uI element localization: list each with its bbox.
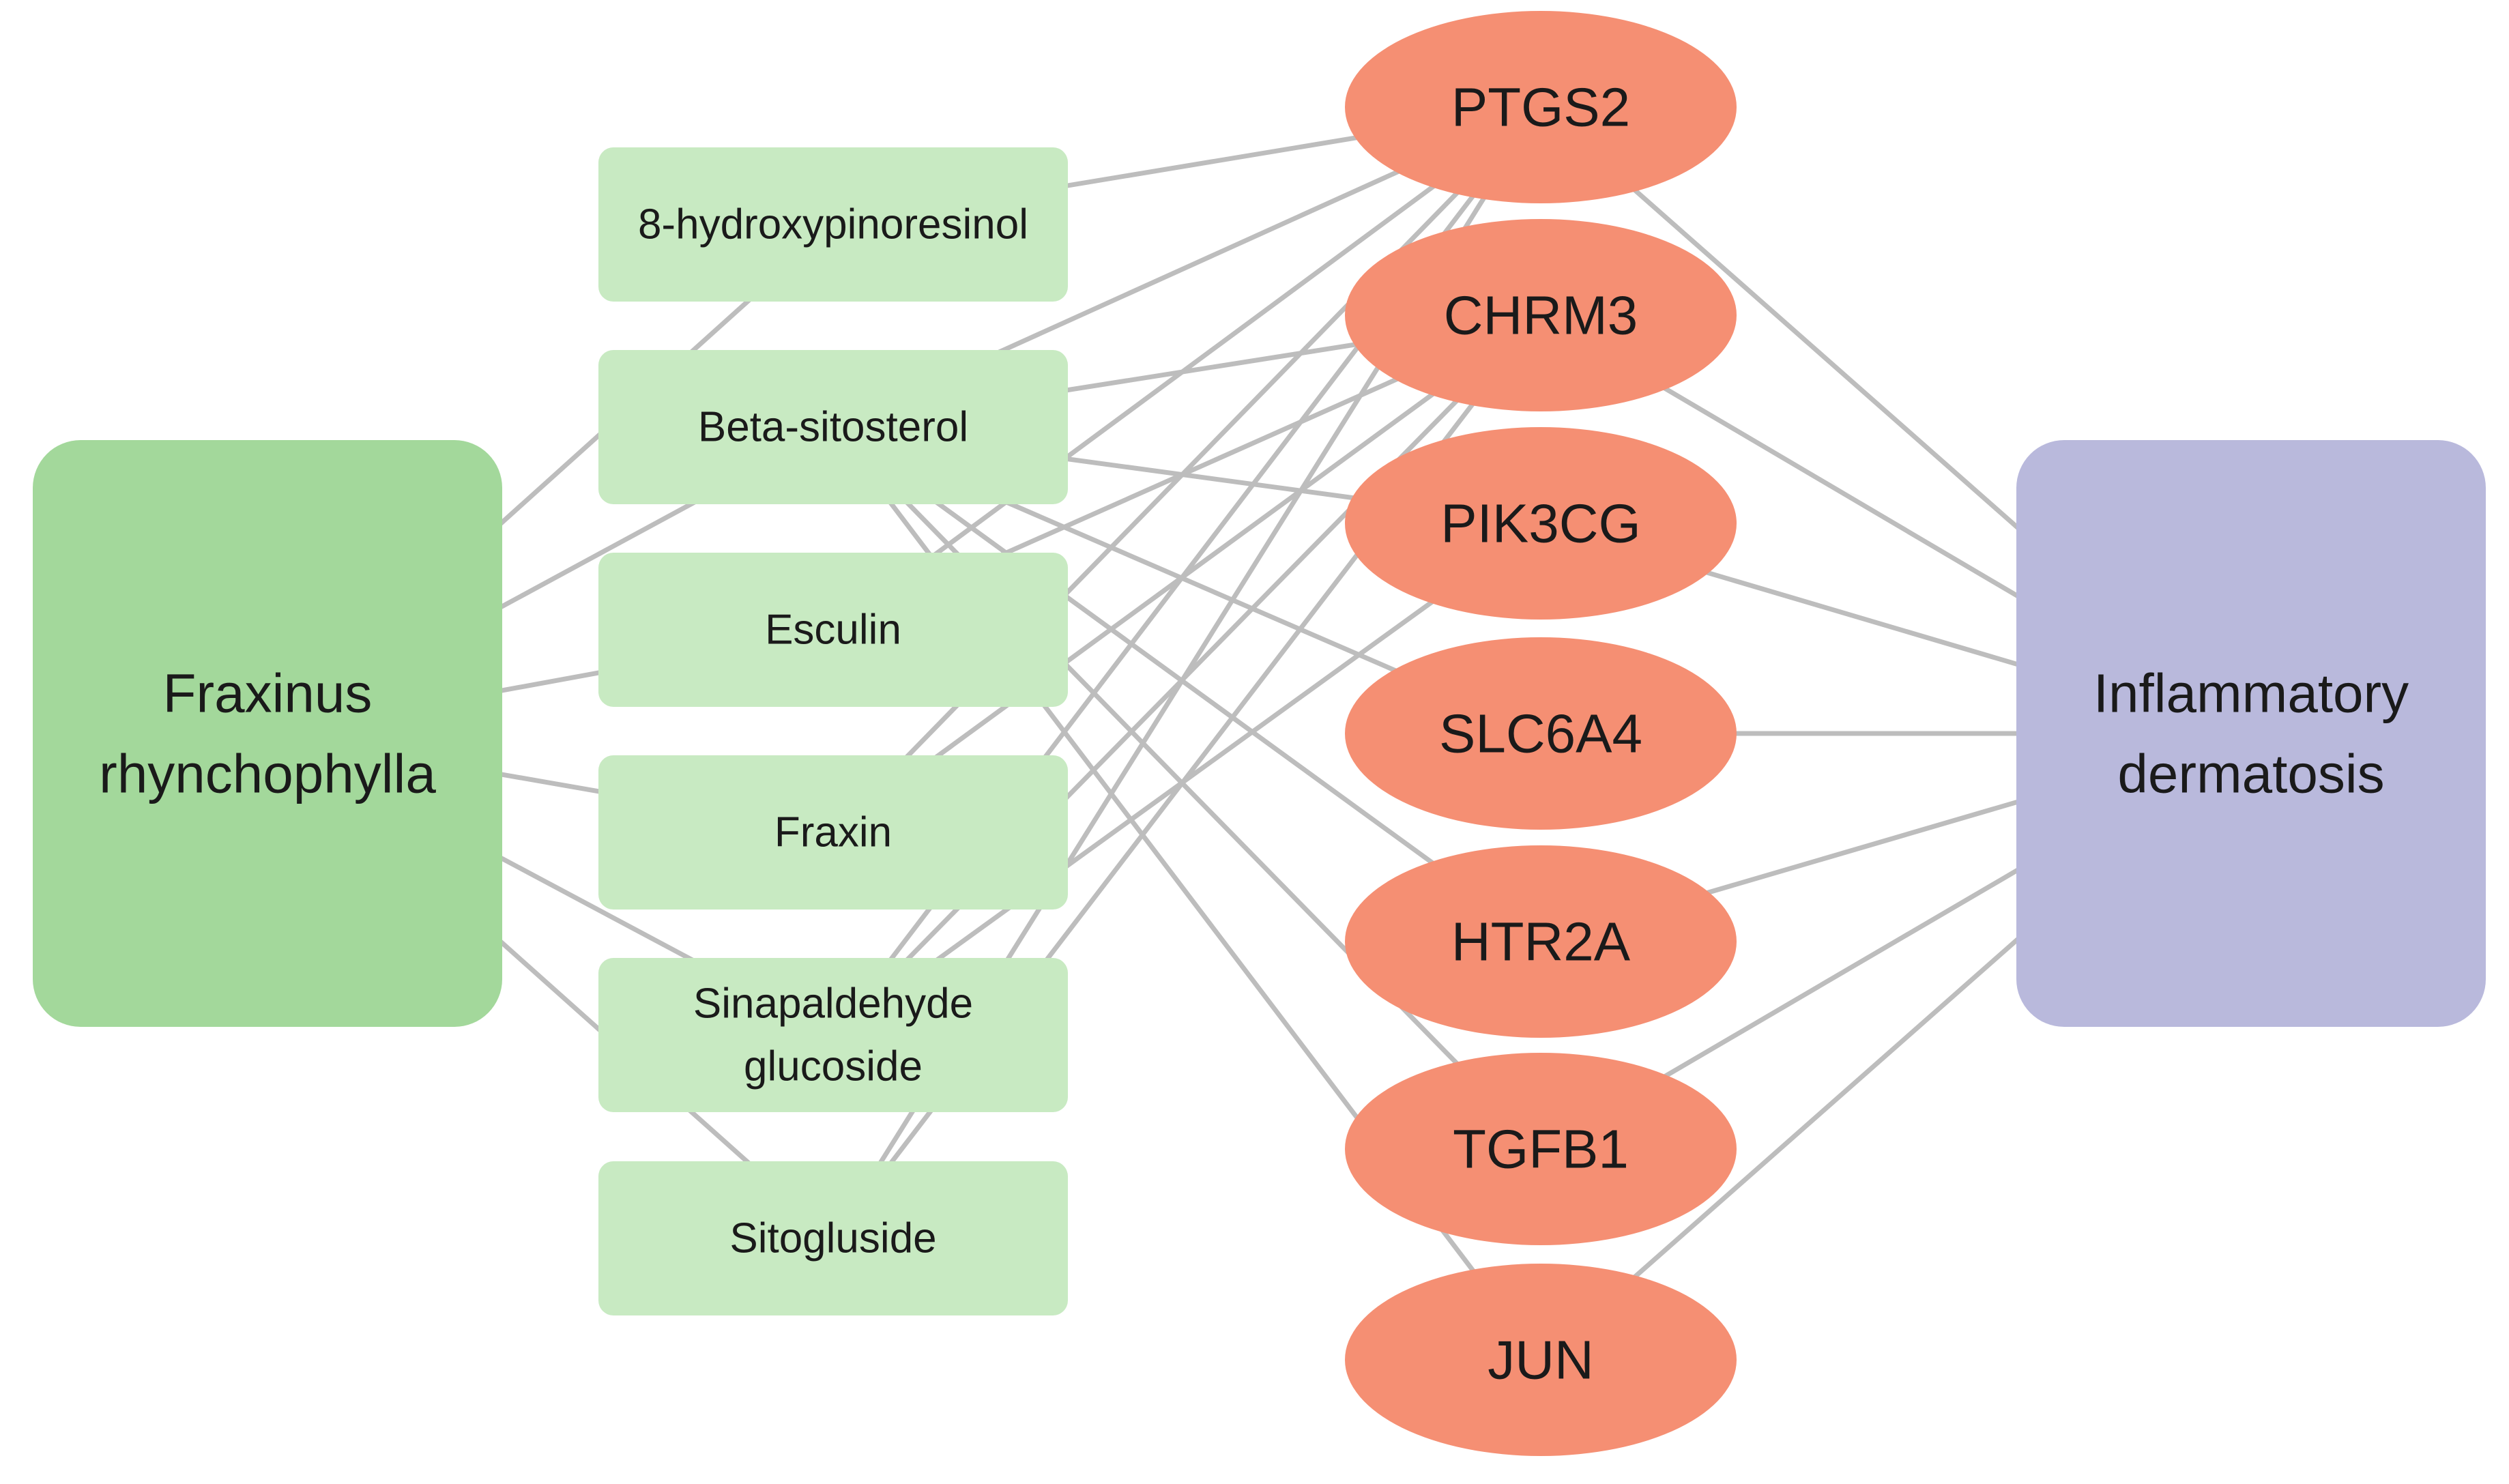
target-node-label: TGFB1 (1453, 1119, 1629, 1180)
edge-c4-t1 (830, 104, 1543, 835)
compound-node-box (598, 1161, 1068, 1315)
target-node-chrm3: CHRM3 (1345, 219, 1737, 411)
target-node-ellipse (1345, 845, 1737, 1038)
target-node-label: CHRM3 (1444, 285, 1638, 346)
target-node-label: SLC6A4 (1439, 703, 1642, 764)
compound-node-box (598, 553, 1068, 707)
target-node-ellipse (1345, 1264, 1737, 1456)
compound-node-box (598, 350, 1068, 504)
compound-node-1-label-line-1: 8-hydroxypinoresinol (638, 201, 1028, 248)
target-node-label: PTGS2 (1451, 77, 1630, 138)
compound-node-5-label-line-1: Sinapaldehyde (693, 980, 973, 1028)
edge-c2-t5 (830, 424, 1543, 944)
compound-node-4: Fraxin (598, 755, 1068, 910)
compound-node-6-label-line-1: Sitogluside (729, 1215, 936, 1262)
edge-c3-t1 (830, 104, 1543, 632)
compound-node-2-label-line-1: Beta-sitosterol (698, 404, 968, 451)
target-node-label: JUN (1488, 1330, 1594, 1391)
compound-node-box (598, 147, 1068, 302)
compound-node-box (598, 958, 1068, 1112)
disease-node-inflammatory-dermatosis: Inflammatory dermatosis (2016, 440, 2486, 1027)
target-node-htr2a: HTR2A (1345, 845, 1737, 1038)
compound-node-box (598, 755, 1068, 910)
target-node-pik3cg: PIK3CG (1345, 427, 1737, 620)
target-node-ellipse (1345, 427, 1737, 620)
compound-node-5: Sinapaldehyde glucoside (598, 958, 1068, 1112)
target-node-ellipse (1345, 219, 1737, 411)
target-node-label: HTR2A (1451, 912, 1631, 972)
target-node-jun: JUN (1345, 1264, 1737, 1456)
compound-node-3-label-line-1: Esculin (765, 607, 901, 654)
source-node-box (33, 440, 502, 1027)
compound-node-2: Beta-sitosterol (598, 350, 1068, 504)
source-node-label-line-1: Fraxinus (163, 663, 373, 724)
edge-c2-t6 (830, 424, 1543, 1152)
target-node-ellipse (1345, 1053, 1737, 1245)
disease-node-box (2016, 440, 2486, 1027)
target-node-tgfb1: TGFB1 (1345, 1053, 1737, 1245)
target-node-label: PIK3CG (1440, 493, 1640, 554)
target-node-ptgs2: PTGS2 (1345, 11, 1737, 203)
compound-node-5-label-line-2: glucoside (744, 1043, 923, 1090)
disease-node-label-line-2: dermatosis (2117, 744, 2384, 804)
compound-node-4-label-line-1: Fraxin (774, 809, 892, 856)
target-node-slc6a4: SLC6A4 (1345, 637, 1737, 830)
target-node-ellipse (1345, 11, 1737, 203)
source-node-fraxinus-rhynchophylla: Fraxinus rhynchophylla (33, 440, 502, 1027)
nodes-layer: Fraxinus rhynchophylla Inflammatory dermato… (33, 11, 2486, 1456)
target-node-ellipse (1345, 637, 1737, 830)
compound-node-1: 8-hydroxypinoresinol (598, 147, 1068, 302)
source-node-label-line-2: rhynchophylla (99, 744, 436, 804)
edges-layer (265, 104, 2254, 1363)
compound-node-6: Sitogluside (598, 1161, 1068, 1315)
disease-node-label-line-1: Inflammatory (2093, 663, 2409, 724)
compound-node-3: Esculin (598, 553, 1068, 707)
